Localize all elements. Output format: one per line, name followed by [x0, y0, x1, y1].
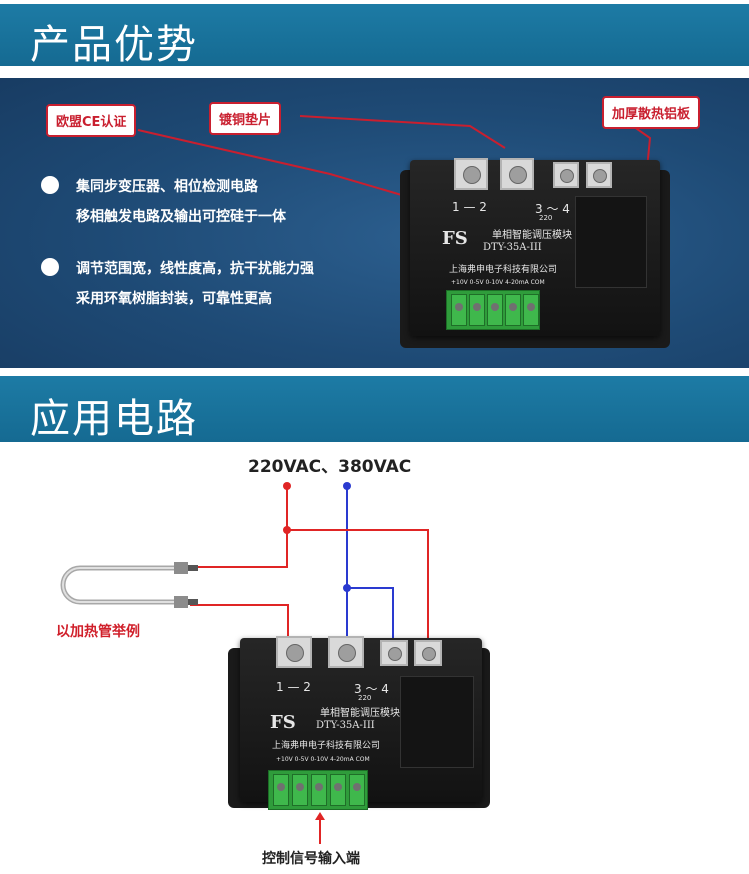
red-wire [287, 604, 289, 650]
terminal-screw [500, 158, 534, 190]
heat-sink-block [400, 676, 474, 768]
control-terminal-block [446, 290, 540, 330]
blue-wire [347, 587, 393, 589]
module-model: DTY-35A-III [483, 242, 542, 253]
signal-labels: +10V 0-5V 0-10V 4-20mA COM [451, 279, 545, 286]
heater-example-label: 以加热管举例 [56, 624, 140, 640]
voltage-label: 220VAC、380VAC [248, 457, 412, 477]
company-name: 上海弗申电子科技有限公司 [449, 265, 558, 275]
terminal-left-label: 1 — 2 [276, 680, 311, 694]
red-wire [190, 604, 288, 606]
terminal-right-sub: 220 [539, 214, 553, 222]
bullet-icon [41, 176, 59, 194]
feature-2-line-1: 调节范围宽，线性度高，抗干扰能力强 [76, 261, 314, 277]
heat-sink-block [575, 196, 647, 288]
section-header-circuit: 应用电路 [0, 376, 749, 442]
ce-certification-badge: 欧盟CE认证 [46, 104, 137, 137]
red-wire [190, 566, 288, 568]
heater-tube-icon [60, 562, 198, 608]
terminal-screw [380, 640, 408, 666]
signal-labels: +10V 0-5V 0-10V 4-20mA COM [276, 756, 370, 763]
control-terminal-block [268, 770, 368, 810]
terminal-screw [586, 162, 612, 188]
bullet-icon [41, 258, 59, 276]
terminal-right-label: 3 ～ 4 [535, 202, 570, 216]
terminal-screw [553, 162, 579, 188]
fs-logo: FS [270, 712, 296, 733]
fs-logo: FS [442, 228, 468, 249]
module-model: DTY-35A-III [316, 720, 375, 731]
feature-1-line-2: 移相触发电路及输出可控硅于一体 [76, 209, 286, 225]
terminal-screw [454, 158, 488, 190]
blue-wire [392, 587, 394, 649]
company-name: 上海弗申电子科技有限公司 [272, 741, 381, 751]
feature-2-line-2: 采用环氧树脂封装，可靠性更高 [76, 291, 272, 307]
section-title: 应用电路 [30, 396, 198, 442]
section-header-advantages: 产品优势 [0, 4, 749, 68]
live-terminal-dot [283, 482, 291, 490]
module-name: 单相智能调压模块 [492, 230, 572, 241]
blue-wire [346, 488, 348, 636]
control-input-arrow [315, 812, 325, 844]
terminal-screw [414, 640, 442, 666]
terminal-right-label: 3 ～ 4 [354, 682, 389, 696]
module-name: 单相智能调压模块 [320, 708, 400, 719]
control-signal-label: 控制信号输入端 [262, 851, 360, 867]
feature-1-line-1: 集同步变压器、相位检测电路 [76, 179, 258, 195]
terminal-screw [328, 636, 364, 668]
feature-panel: 欧盟CE认证 镀铜垫片 加厚散热铝板 集同步变压器、相位检测电路 移相触发电路及… [0, 78, 749, 368]
red-wire [287, 529, 428, 531]
terminal-right-sub: 220 [358, 694, 372, 702]
terminal-left-label: 1 — 2 [452, 200, 487, 214]
terminal-screw [276, 636, 312, 668]
red-wire [427, 529, 429, 649]
section-title: 产品优势 [30, 22, 198, 68]
copper-gasket-badge: 镀铜垫片 [209, 102, 282, 135]
aluminum-plate-badge: 加厚散热铝板 [602, 96, 701, 129]
neutral-terminal-dot [343, 482, 351, 490]
